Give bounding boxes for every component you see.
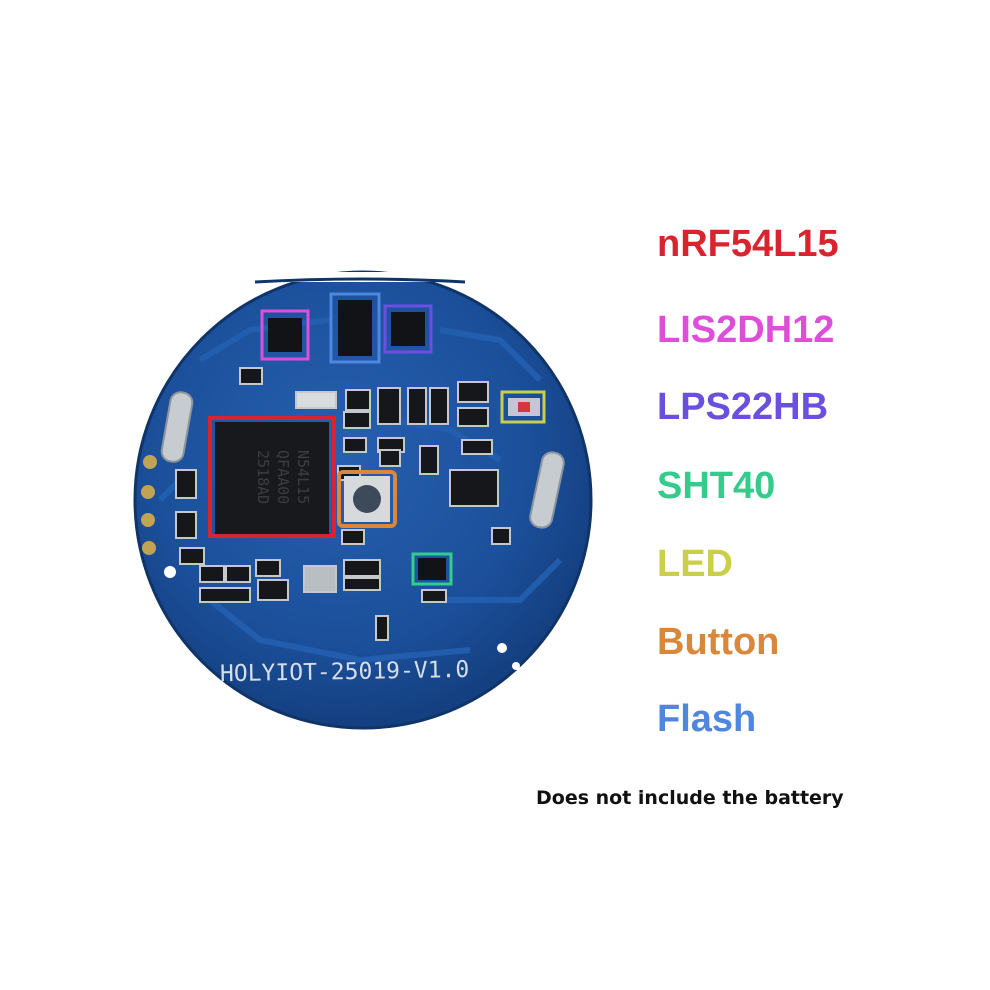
legend-lps22hb: LPS22HB	[657, 386, 829, 428]
right-pad	[529, 451, 565, 529]
chip-marking-1: N54L15	[294, 450, 312, 504]
legend-button: Button	[657, 621, 780, 663]
lps22hb-highlight	[383, 304, 433, 354]
silkscreen-label: HOLYIOT-25019-V1.0	[220, 657, 470, 687]
led-highlight	[500, 390, 546, 424]
lis2dh12-highlight	[260, 309, 310, 361]
nrf54l15-chip	[215, 422, 329, 534]
legend-nrf54l15: nRF54L15	[657, 223, 839, 265]
chip-marking-3: 2518AD	[254, 450, 272, 504]
battery-note: Does not include the battery	[536, 787, 844, 809]
left-pad	[160, 391, 194, 463]
chip-marking-2: QFAA00	[274, 450, 292, 504]
button-highlight	[337, 470, 397, 528]
flash-highlight	[329, 292, 381, 364]
nrf54l15-highlight	[208, 416, 336, 538]
legend-led: LED	[657, 543, 733, 585]
legend-lis2dh12: LIS2DH12	[657, 309, 835, 351]
sht40-highlight	[411, 552, 453, 586]
legend-sht40: SHT40	[657, 465, 776, 507]
legend-flash: Flash	[657, 698, 757, 740]
